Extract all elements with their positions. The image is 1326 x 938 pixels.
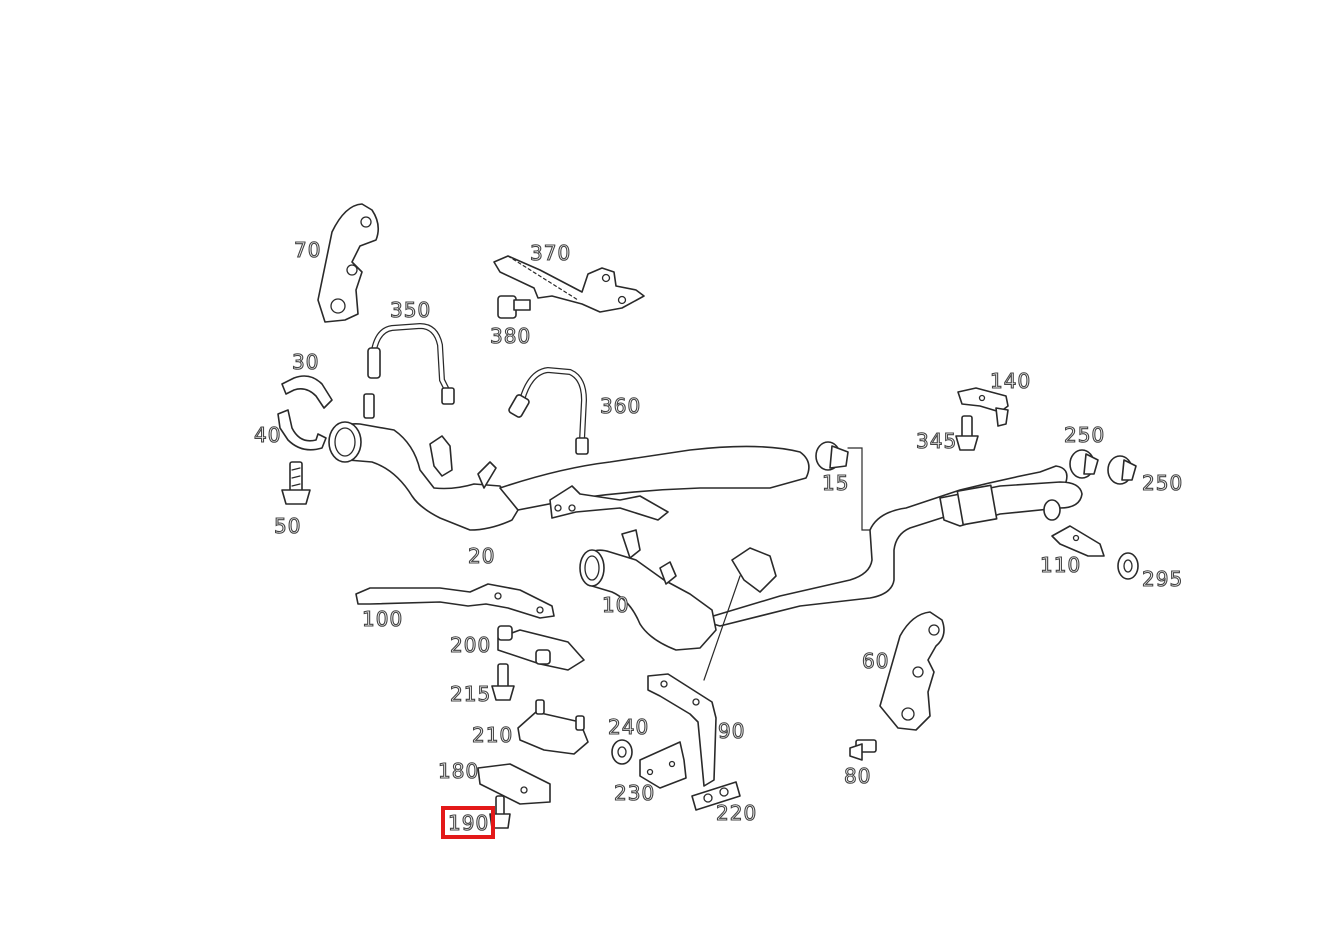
part-80-bolt[interactable] (849, 739, 877, 761)
part-250-clamp-right[interactable] (1107, 455, 1137, 485)
part-100-bracket[interactable] (355, 583, 555, 619)
part-220-clip[interactable] (691, 781, 741, 811)
part-215-bolt[interactable] (491, 663, 515, 701)
label-part-180[interactable]: 180 (437, 758, 479, 783)
part-140-hanger[interactable] (957, 387, 1009, 427)
part-240-rubber-ring[interactable] (611, 739, 633, 765)
part-70-bracket[interactable] (317, 203, 380, 323)
part-20-catalytic-converter[interactable] (328, 421, 519, 531)
label-part-295[interactable]: 295 (1141, 566, 1183, 591)
label-part-10[interactable]: 10 (601, 592, 629, 617)
label-part-240[interactable]: 240 (607, 714, 649, 739)
exhaust-pipe-rear (699, 465, 1083, 627)
label-part-360[interactable]: 360 (599, 393, 641, 418)
label-part-20[interactable]: 20 (467, 543, 495, 568)
label-part-380[interactable]: 380 (489, 323, 531, 348)
label-part-90[interactable]: 90 (717, 718, 745, 743)
part-30-clamp-half[interactable] (281, 375, 333, 409)
part-250-clamp-left[interactable] (1069, 449, 1099, 479)
part-90-bracket[interactable] (647, 673, 717, 787)
label-part-215[interactable]: 215 (449, 681, 491, 706)
part-210-plate[interactable] (517, 699, 589, 755)
label-part-230[interactable]: 230 (613, 780, 655, 805)
part-200-mount[interactable] (497, 625, 585, 671)
label-part-250-right[interactable]: 250 (1141, 470, 1183, 495)
part-380-bolt[interactable] (497, 295, 531, 319)
label-part-350[interactable]: 350 (389, 297, 431, 322)
label-part-100[interactable]: 100 (361, 606, 403, 631)
part-110-bracket[interactable] (1051, 525, 1105, 557)
label-part-220[interactable]: 220 (715, 800, 757, 825)
part-10-catalytic-converter[interactable] (579, 529, 777, 681)
label-part-30[interactable]: 30 (291, 349, 319, 374)
label-part-40[interactable]: 40 (253, 422, 281, 447)
part-230-plate[interactable] (639, 741, 687, 789)
part-370-bracket[interactable] (493, 255, 645, 313)
label-part-345[interactable]: 345 (915, 428, 957, 453)
highlight-box-part-190 (441, 806, 495, 839)
part-360-oxygen-sensor[interactable] (508, 366, 589, 455)
label-part-80[interactable]: 80 (843, 763, 871, 788)
label-part-140[interactable]: 140 (989, 368, 1031, 393)
label-part-60[interactable]: 60 (861, 648, 889, 673)
label-part-370[interactable]: 370 (529, 240, 571, 265)
part-50-bolt[interactable] (281, 461, 311, 505)
label-part-210[interactable]: 210 (471, 722, 513, 747)
part-350-oxygen-sensor[interactable] (363, 322, 455, 419)
label-part-200[interactable]: 200 (449, 632, 491, 657)
label-part-250-left[interactable]: 250 (1063, 422, 1105, 447)
part-295-washer[interactable] (1117, 552, 1139, 580)
label-part-70[interactable]: 70 (293, 237, 321, 262)
part-60-bracket[interactable] (879, 611, 945, 731)
label-part-110[interactable]: 110 (1039, 552, 1081, 577)
part-345-bolt[interactable] (955, 415, 979, 451)
label-part-190[interactable]: 190 (447, 810, 489, 835)
part-40-clamp-half[interactable] (277, 409, 327, 451)
label-part-50[interactable]: 50 (273, 513, 301, 538)
exhaust-pipe-upper (499, 445, 810, 521)
label-part-15[interactable]: 15 (821, 470, 849, 495)
part-180-plate[interactable] (477, 763, 551, 805)
